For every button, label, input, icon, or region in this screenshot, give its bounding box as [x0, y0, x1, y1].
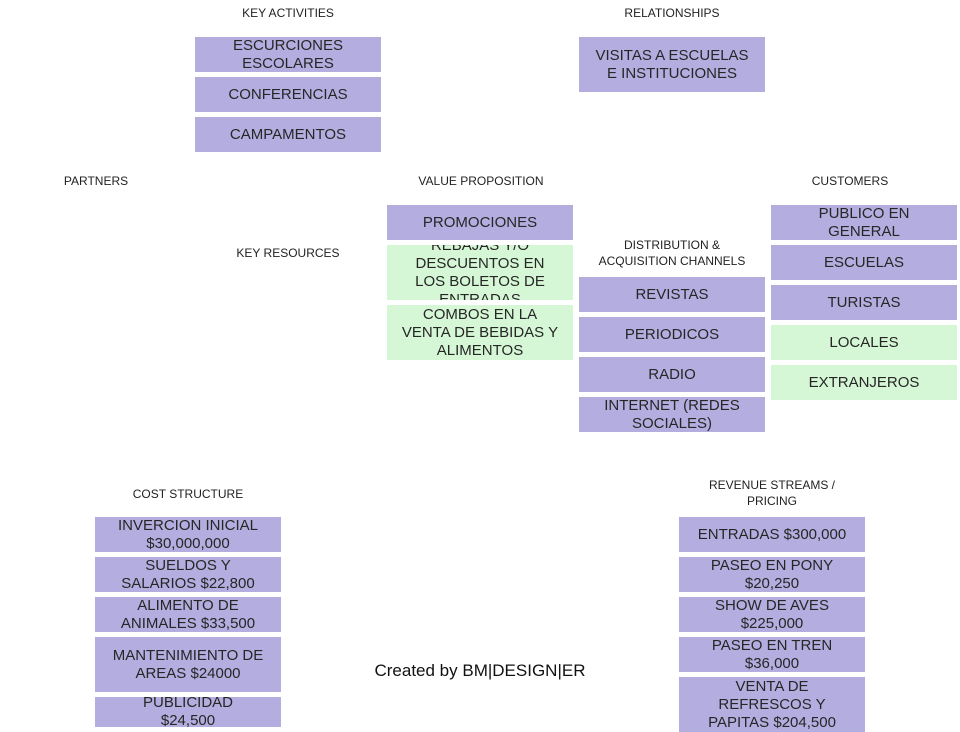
cost-box: PUBLICIDAD $24,500	[95, 697, 281, 727]
relationship-box: VISITAS A ESCUELAS E INSTITUCIONES	[579, 37, 765, 92]
header-cost-structure: COST STRUCTURE	[132, 487, 244, 501]
cost-box: ALIMENTO DE ANIMALES $33,500	[95, 597, 281, 632]
header-revenue-streams: REVENUE STREAMS / PRICING	[708, 478, 836, 508]
customer-box: PUBLICO EN GENERAL	[771, 205, 957, 240]
value-proposition-box: PROMOCIONES	[387, 205, 573, 240]
header-partners: PARTNERS	[63, 174, 129, 188]
header-customers: CUSTOMERS	[811, 174, 889, 188]
cost-box: MANTENIMIENTO DE AREAS $24000	[95, 637, 281, 692]
value-proposition-box: COMBOS EN LA VENTA DE BEBIDAS Y ALIMENTO…	[387, 305, 573, 360]
customer-box: EXTRANJEROS	[771, 365, 957, 400]
header-key-resources: KEY RESOURCES	[236, 246, 340, 260]
channel-box: INTERNET (REDES SOCIALES)	[579, 397, 765, 432]
key-activity-box: CONFERENCIAS	[195, 77, 381, 112]
cost-box: SUELDOS Y SALARIOS $22,800	[95, 557, 281, 592]
header-key-activities: KEY ACTIVITIES	[242, 6, 334, 20]
customer-box: LOCALES	[771, 325, 957, 360]
header-value-proposition: VALUE PROPOSITION	[418, 174, 544, 188]
channel-box: PERIODICOS	[579, 317, 765, 352]
channel-box: REVISTAS	[579, 277, 765, 312]
key-activity-box: CAMPAMENTOS	[195, 117, 381, 152]
footer-credit: Created by BM|DESIGN|ER	[374, 661, 586, 680]
revenue-box: ENTRADAS $300,000	[679, 517, 865, 552]
customer-box: ESCUELAS	[771, 245, 957, 280]
revenue-box: PASEO EN PONY $20,250	[679, 557, 865, 592]
header-relationships: RELATIONSHIPS	[624, 6, 720, 20]
cost-box: INVERCION INICIAL $30,000,000	[95, 517, 281, 552]
channel-box: RADIO	[579, 357, 765, 392]
revenue-box: SHOW DE AVES $225,000	[679, 597, 865, 632]
value-proposition-box: REBAJAS Y/O DESCUENTOS EN LOS BOLETOS DE…	[387, 245, 573, 300]
key-activity-box: ESCURCIONES ESCOLARES	[195, 37, 381, 72]
header-distribution-channels: DISTRIBUTION & ACQUISITION CHANNELS	[598, 238, 746, 268]
revenue-box: PASEO EN TREN $36,000	[679, 637, 865, 672]
customer-box: TURISTAS	[771, 285, 957, 320]
revenue-box: VENTA DE REFRESCOS Y PAPITAS $204,500	[679, 677, 865, 732]
